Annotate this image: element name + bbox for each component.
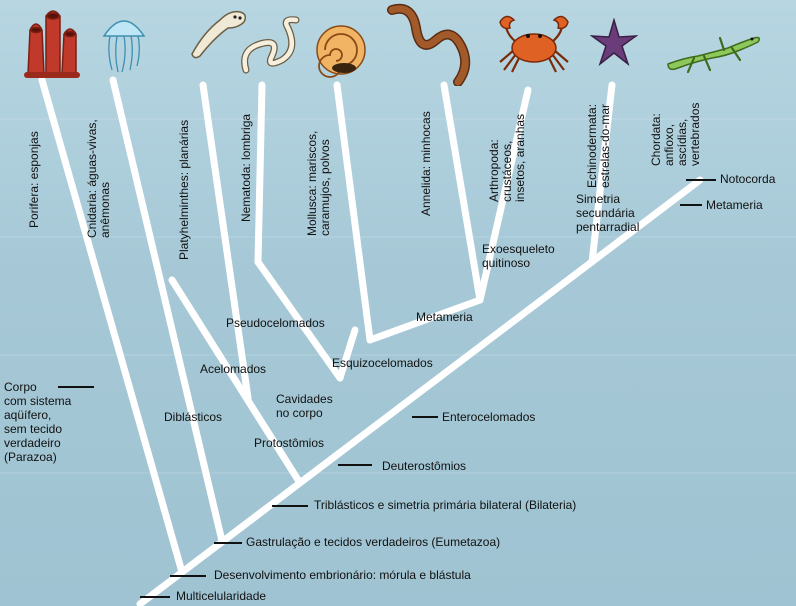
node-protostomios: Protostômios — [254, 436, 325, 450]
node-line: com sistema — [4, 394, 72, 408]
taxon-annelida: Annelida: minhocas — [419, 111, 433, 216]
schizocoel-branch — [336, 326, 359, 382]
node-line: aqüífero, — [4, 408, 52, 422]
node-simetria-pentarradial: Simetria secundária pentarradial — [576, 192, 639, 234]
taxon-line: vertebrados — [688, 102, 702, 166]
taxon-line: insetos, aranhas — [513, 113, 527, 202]
node-eumetazoa: Gastrulação e tecidos verdadeiros (Eumet… — [246, 535, 501, 549]
node-multicelularidade: Multicelularidade — [176, 589, 267, 603]
snail-icon — [316, 25, 366, 78]
taxon-chordata: Chordata: anfioxo, ascídias, vertebrados — [649, 102, 702, 166]
node-line: sem tecido — [4, 422, 63, 436]
node-line: Exoesqueleto — [482, 242, 555, 256]
node-parazoa: Corpo com sistema aqüífero, sem tecido v… — [4, 380, 71, 464]
taxon-platyhelminthes: Platyhelminthes: planárias — [177, 119, 191, 260]
node-esquizocelomados: Esquizocelomados — [332, 356, 433, 370]
node-line: Corpo — [4, 380, 37, 394]
tick-multicelularidade — [140, 596, 170, 598]
taxon-line: Nematoda: lombriga — [239, 113, 253, 222]
tick-deuterostomios — [338, 464, 372, 466]
node-metameria: Metameria — [416, 310, 473, 324]
lizard-icon — [667, 36, 761, 74]
node-pseudocelomados: Pseudocelomados — [226, 316, 325, 330]
taxon-mollusca: Mollusca: mariscos, caramujos, polvos — [305, 131, 332, 236]
tick-parazoa — [58, 386, 94, 388]
node-deuterostomios: Deuterostômios — [382, 459, 467, 473]
taxon-cnidaria: Cnidaria: águas-vivas, anêmonas — [85, 119, 112, 238]
trunk-branch — [136, 176, 704, 606]
tick-eumetazoa — [214, 542, 242, 544]
crab-icon — [499, 15, 569, 73]
background-band — [0, 118, 796, 120]
node-line: Simetria — [576, 192, 621, 206]
flatworm-icon — [191, 10, 247, 59]
celomate-branch — [254, 258, 344, 382]
background-band — [0, 236, 796, 238]
annelida-branch — [440, 81, 484, 304]
porifera-branch — [38, 76, 186, 576]
node-acelomados: Acelomados — [200, 362, 267, 376]
mollusca-branch — [333, 81, 374, 344]
taxon-line: caramujos, polvos — [318, 139, 332, 236]
node-line: pentarradial — [576, 220, 640, 234]
node-bilateria: Triblásticos e simetria primária bilater… — [314, 498, 577, 512]
taxon-line: Porifera: esponjas — [27, 131, 41, 228]
taxon-arthropoda: Arthropoda: crustáceos, insetos, aranhas — [487, 113, 527, 202]
node-exoesqueleto: Exoesqueleto quitinoso — [482, 242, 555, 270]
tick-metameria-chordata — [680, 204, 702, 206]
node-line: verdadeiro — [4, 436, 61, 450]
tick-notocorda — [686, 179, 716, 181]
roundworm-icon — [241, 16, 300, 74]
arthropoda-branch — [476, 86, 532, 304]
taxon-echinodermata: Echinodermata: estrelas-do-mar — [585, 103, 612, 188]
protostome-branch — [168, 276, 304, 487]
taxon-line: anêmonas — [98, 181, 112, 238]
taxon-nematoda: Nematoda: lombriga — [239, 113, 253, 222]
echinodermata-branch — [588, 81, 616, 266]
taxon-line: Annelida: minhocas — [419, 111, 433, 216]
node-cavidades: Cavidades no corpo — [276, 392, 333, 420]
node-line: no corpo — [276, 406, 323, 420]
nematoda-branch — [254, 81, 266, 266]
node-metameria-chordata: Metameria — [706, 198, 763, 212]
starfish-icon — [590, 18, 638, 67]
tick-desenvolvimento — [170, 575, 206, 577]
node-desenvolvimento: Desenvolvimento embrionário: mórula e bl… — [214, 568, 471, 582]
tick-bilateria — [272, 505, 308, 507]
platyhelminthes-branch — [199, 81, 252, 402]
node-enterocelomados: Enterocelomados — [442, 410, 536, 424]
node-line: Cavidades — [276, 392, 333, 406]
earthworm-icon — [387, 3, 471, 86]
taxon-porifera: Porifera: esponjas — [27, 131, 41, 228]
background-band — [0, 472, 796, 474]
sponge-icon — [24, 10, 80, 78]
cnidaria-branch — [109, 76, 226, 545]
node-line: secundária — [576, 206, 635, 220]
tick-enterocelomados — [412, 416, 438, 418]
taxon-line: Platyhelminthes: planárias — [177, 119, 191, 260]
node-line: quitinoso — [482, 256, 531, 270]
annelida-arthropoda-branch — [366, 296, 484, 344]
node-line: (Parazoa) — [4, 450, 57, 464]
node-diblasticos: Diblásticos — [164, 410, 223, 424]
taxon-line: estrelas-do-mar — [598, 103, 612, 188]
node-notocorda: Notocorda — [720, 172, 776, 186]
background-band — [0, 354, 796, 356]
jellyfish-icon — [102, 20, 146, 73]
